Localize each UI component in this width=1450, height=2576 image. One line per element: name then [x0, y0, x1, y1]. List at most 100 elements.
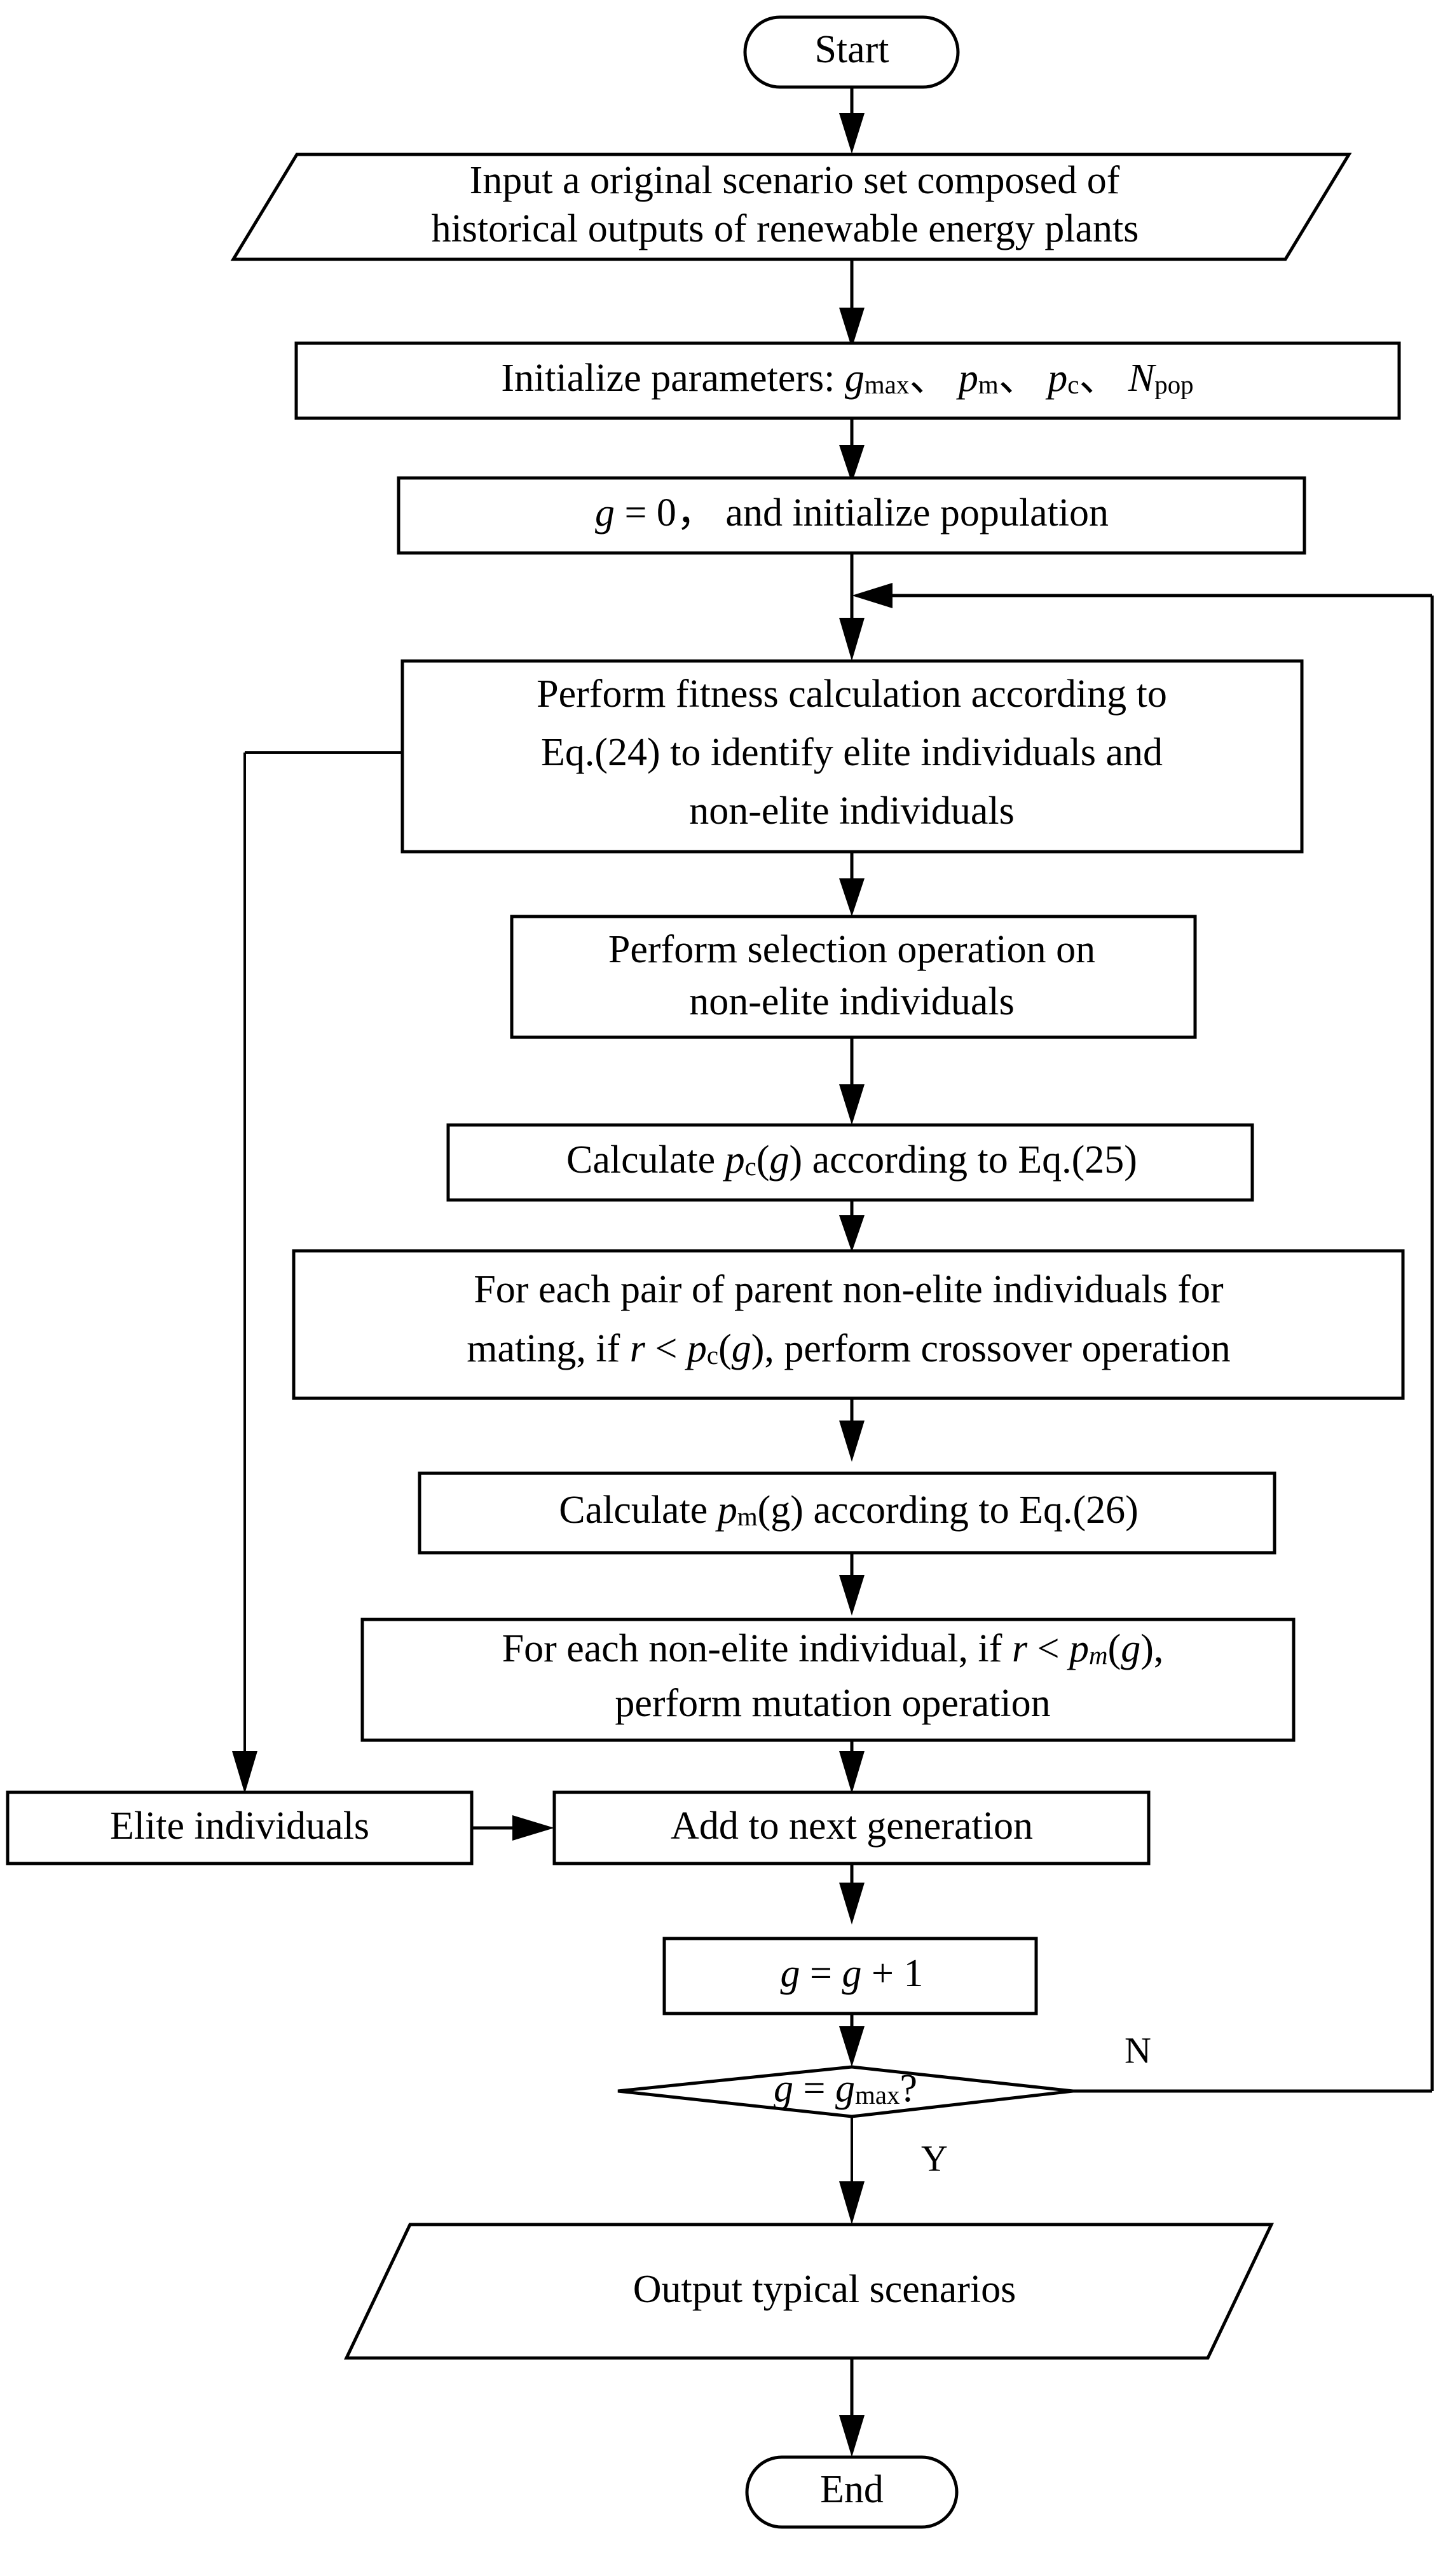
end-label: End	[820, 2468, 884, 2511]
output-label: Output typical scenarios	[633, 2268, 1016, 2311]
edge-init-params-to-init-population	[839, 418, 865, 483]
node-selection[interactable]: Perform selection operation on non-elite…	[510, 915, 1197, 1039]
mutation-arg: g	[1121, 1627, 1140, 1670]
edge-decision-yes-to-output	[839, 2116, 865, 2225]
init-params-g-base: g	[845, 357, 865, 400]
edge-fitness-to-selection	[839, 852, 865, 917]
increment-plus-one: + 1	[862, 1952, 924, 1995]
decision-label: g = gmax?	[774, 2067, 917, 2110]
init-params-pc-sub: c	[1067, 371, 1079, 399]
edge-start-to-input	[839, 86, 865, 154]
mutation-line-1: For each non-elite individual, if r < pm…	[502, 1627, 1164, 1670]
decision-question-mark: ?	[899, 2067, 917, 2110]
output-parallelogram-shape	[344, 2223, 1274, 2360]
calc-pm-var-sub: m	[737, 1503, 758, 1531]
calc-pc-var-base: p	[723, 1138, 745, 1182]
start-terminator-shape	[743, 15, 960, 89]
mutation-r: r	[1012, 1627, 1028, 1670]
selection-box-shape	[510, 915, 1197, 1039]
edge-init-population-to-fitness	[839, 553, 865, 661]
next-generation-box-shape	[552, 1790, 1151, 1865]
init-params-label: Initialize parameters: gmax、 pm、 pc、 Npo…	[501, 357, 1193, 400]
init-params-pm-sub: m	[978, 371, 999, 399]
calc-pm-label: Calculate pm(g) according to Eq.(26)	[559, 1489, 1139, 1532]
crossover-box-shape	[292, 1249, 1405, 1400]
node-input-scenarios[interactable]: Input a original scenario set composed o…	[230, 153, 1352, 261]
calc-pm-post: (g) according to Eq.(26)	[758, 1489, 1139, 1532]
calc-pm-pre: Calculate	[559, 1489, 718, 1532]
init-params-box-shape	[294, 341, 1401, 420]
init-population-rest: and initialize population	[716, 491, 1109, 535]
mutation-pm-sub: m	[1089, 1641, 1108, 1670]
node-decision[interactable]: g = gmax?	[617, 2065, 1074, 2118]
node-calc-pc[interactable]: Calculate pc(g) according to Eq.(25)	[446, 1123, 1254, 1202]
branch-label-yes: Y	[921, 2137, 948, 2179]
node-next-generation[interactable]: Add to next generation	[552, 1790, 1151, 1865]
init-params-prefix: Initialize parameters:	[501, 357, 845, 400]
decision-var-2-sub: max	[855, 2081, 899, 2109]
init-population-var: g	[595, 491, 615, 535]
end-terminator-shape	[745, 2455, 959, 2529]
selection-line-1: Perform selection operation on	[608, 928, 1095, 971]
node-init-population[interactable]: g = 0， and initialize population	[397, 476, 1306, 555]
node-increment[interactable]: g = g + 1	[662, 1937, 1038, 2015]
node-elite[interactable]: Elite individuals	[6, 1790, 474, 1865]
mutation-paren-open: (	[1108, 1627, 1121, 1670]
edge-elite-to-next-generation	[472, 1815, 554, 1841]
node-crossover[interactable]: For each pair of parent non-elite indivi…	[292, 1249, 1405, 1400]
crossover-lt: <	[645, 1327, 687, 1370]
crossover-pc-base: p	[685, 1327, 707, 1370]
init-params-sep-1: 、	[909, 357, 948, 400]
elite-box-shape	[6, 1790, 474, 1865]
mutation-pm-base: p	[1067, 1627, 1089, 1670]
crossover-line-2-pre: mating, if	[467, 1327, 630, 1370]
init-params-pm-base: p	[948, 357, 978, 400]
fitness-line-3: non-elite individuals	[689, 789, 1014, 833]
init-params-sep-2: 、	[999, 357, 1038, 400]
node-start[interactable]: Start	[743, 15, 960, 89]
edge-input-to-init-params	[839, 261, 865, 348]
calc-pc-paren-open: (	[756, 1138, 770, 1182]
init-params-g-sub: max	[865, 371, 909, 399]
crossover-line-2: mating, if r < pc(g), perform crossover …	[467, 1327, 1231, 1370]
init-population-label: g = 0， and initialize population	[595, 491, 1109, 535]
init-params-pc-base: p	[1038, 357, 1068, 400]
node-calc-pm[interactable]: Calculate pm(g) according to Eq.(26)	[418, 1471, 1276, 1555]
elite-label: Elite individuals	[110, 1804, 369, 1848]
input-line-2: historical outputs of renewable energy p…	[432, 207, 1139, 250]
increment-var-2: g	[842, 1952, 862, 1995]
edge-decision-no-loop	[852, 583, 1434, 2093]
node-init-params[interactable]: Initialize parameters: gmax、 pm、 pc、 Npo…	[294, 341, 1401, 420]
node-mutation[interactable]: For each non-elite individual, if r < pm…	[360, 1618, 1296, 1742]
crossover-r: r	[630, 1327, 646, 1370]
init-population-assign: = 0，	[615, 491, 716, 535]
fitness-box-shape	[400, 659, 1304, 854]
edge-increment-to-decision	[839, 2014, 865, 2067]
init-params-sep-3: 、	[1079, 357, 1118, 400]
start-label: Start	[814, 28, 889, 71]
calc-pc-label: Calculate pc(g) according to Eq.(25)	[566, 1138, 1137, 1182]
calc-pc-pre: Calculate	[566, 1138, 725, 1182]
node-fitness[interactable]: Perform fitness calculation according to…	[400, 659, 1304, 854]
edge-mutation-to-next-generation	[839, 1738, 865, 1794]
node-end[interactable]: End	[745, 2455, 959, 2529]
branch-label-no: N	[1125, 2029, 1151, 2071]
calc-pc-var-sub: c	[745, 1152, 756, 1181]
input-line-1: Input a original scenario set composed o…	[470, 159, 1120, 202]
edge-selection-to-calc-pc	[839, 1036, 865, 1125]
connectors	[232, 86, 1434, 2457]
crossover-line-2-post: ), perform crossover operation	[751, 1327, 1231, 1370]
decision-var-1: g	[774, 2067, 793, 2110]
crossover-paren-open: (	[718, 1327, 732, 1370]
crossover-line-1: For each pair of parent non-elite indivi…	[474, 1268, 1224, 1311]
crossover-arg: g	[732, 1327, 751, 1370]
node-output-scenarios[interactable]: Output typical scenarios	[344, 2223, 1274, 2360]
increment-var-1: g	[781, 1952, 800, 1995]
selection-line-2: non-elite individuals	[689, 980, 1014, 1023]
decision-var-2-base: g	[835, 2067, 855, 2110]
edge-calc-pc-to-crossover	[839, 1194, 865, 1252]
mutation-line-1-post: ),	[1140, 1627, 1163, 1670]
mutation-line-2: perform mutation operation	[615, 1682, 1050, 1725]
